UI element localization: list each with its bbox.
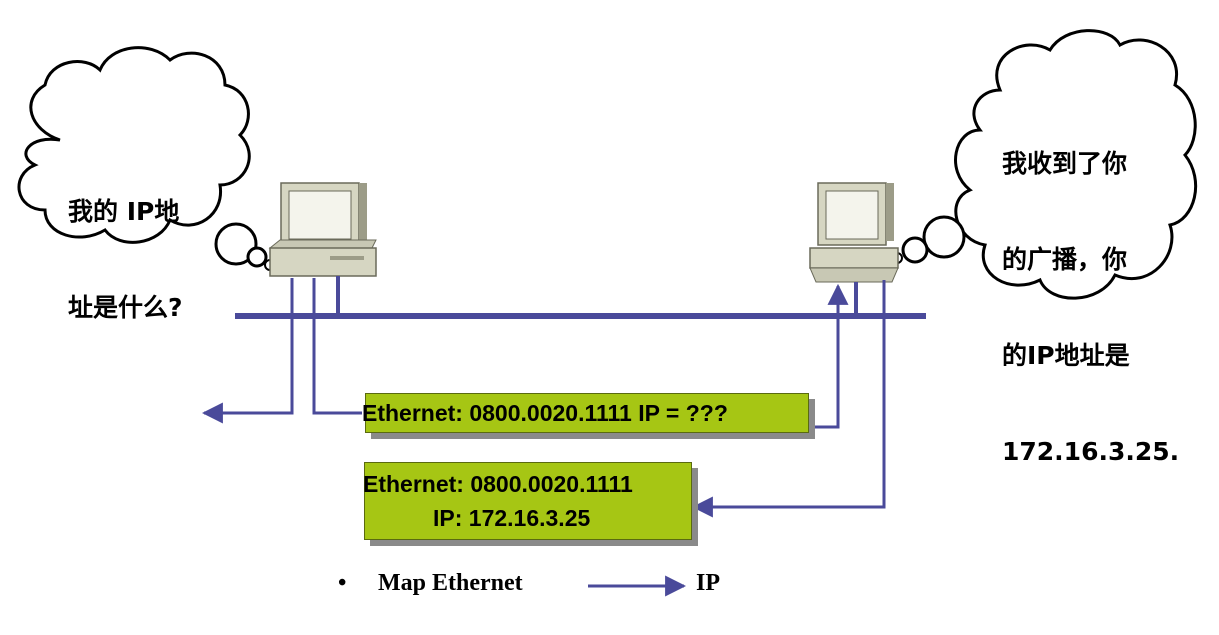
right-bubble-line: 我收到了你 [1002,149,1128,178]
caption-bullet: • [338,570,347,596]
caption-ip: IP [696,570,720,596]
left-bubble-line: 我的 IP地 [68,197,180,226]
arp-reply-box: Ethernet: 0800.0020.1111 IP: 172.16.3.25 [363,462,692,540]
arp-request-text: Ethernet: 0800.0020.1111 IP = ??? [362,400,728,426]
caption-map-ethernet: Map Ethernet [378,570,523,596]
request-line-right [808,283,849,429]
request-line-left [312,278,362,415]
right-bubble-line: 172.16.3.25. [1002,437,1180,466]
left-bubble-text: 我的 IP地 址是什么? [68,132,183,356]
arp-request-box: Ethernet: 0800.0020.1111 IP = ??? [362,393,809,433]
left-bubble-line: 址是什么? [68,293,183,322]
arp-reply-line2: IP: 172.16.3.25 [433,505,591,531]
left-outgoing-arrow [201,278,294,424]
right-bubble-line: 的广播，你 [1002,245,1128,274]
left-computer-icon [268,182,377,277]
right-bubble-line: 的IP地址是 [1002,341,1130,370]
right-computer-icon [809,182,899,283]
reply-line [691,280,886,518]
right-bubble-text: 我收到了你 的广播，你 的IP地址是 172.16.3.25. [1002,84,1179,500]
arp-reply-line1: Ethernet: 0800.0020.1111 [363,471,633,497]
left-thought-bubble [17,46,276,271]
